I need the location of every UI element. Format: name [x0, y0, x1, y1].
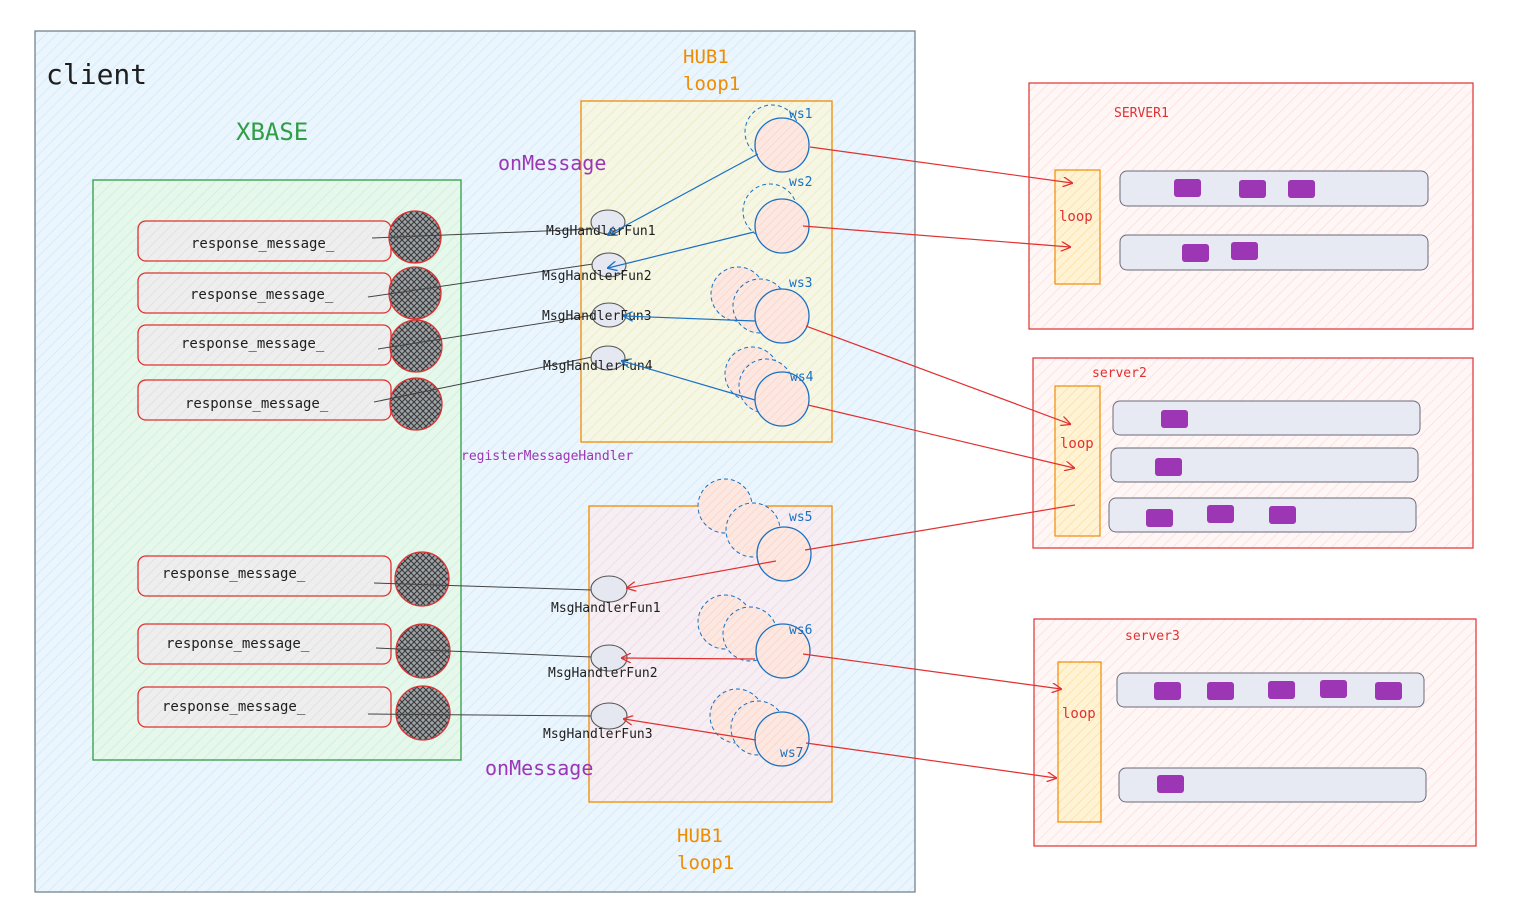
handler-label: MsgHandlerFun4 — [543, 359, 653, 374]
ws-node — [754, 198, 810, 254]
server3-queue-2 — [1118, 767, 1427, 803]
server1-loop — [1054, 169, 1101, 285]
handler-node — [590, 345, 626, 371]
message-block — [1154, 682, 1181, 700]
hub-bottom-onmessage: onMessage — [485, 756, 593, 780]
server3-loop-label: loop — [1062, 706, 1096, 722]
response-label: response_message_ — [181, 336, 325, 352]
handler-label: MsgHandlerFun2 — [548, 666, 658, 681]
message-block — [1269, 506, 1296, 524]
message-block — [1231, 242, 1258, 260]
server2-container: server2 loop — [1032, 357, 1474, 549]
message-block — [1239, 180, 1266, 198]
ws-node — [754, 288, 810, 344]
ws-label: ws5 — [789, 510, 812, 525]
server1-container: SERVER1 loop — [1028, 82, 1474, 330]
message-block — [1268, 681, 1295, 699]
response-label: response_message_ — [162, 566, 306, 582]
ws-label: ws1 — [789, 107, 812, 122]
server2-loop-label: loop — [1060, 436, 1094, 452]
handler-label: MsgHandlerFun2 — [542, 269, 652, 284]
server2-loop — [1054, 385, 1101, 537]
ws-node — [755, 623, 811, 679]
ws-to-handler-arrows — [608, 153, 759, 401]
server3-container: server3 loop — [1033, 618, 1477, 847]
response-label: response_message_ — [190, 287, 334, 303]
hub-top-name: HUB1 — [683, 46, 729, 68]
handler-node — [590, 575, 628, 603]
response-node — [389, 319, 443, 373]
server2-queue-3 — [1108, 497, 1417, 533]
message-block — [1375, 682, 1402, 700]
handler-links — [367, 228, 595, 717]
ws-node — [754, 711, 810, 767]
ws-node — [754, 117, 810, 173]
ws-node — [756, 526, 812, 582]
hub-top-onmessage: onMessage — [498, 151, 606, 175]
client-title: client — [46, 58, 147, 91]
handler-node — [590, 702, 628, 730]
network-arrows — [622, 146, 1075, 778]
response-label: response_message_ — [191, 236, 335, 252]
server2-queue-2 — [1110, 447, 1419, 483]
response-box — [137, 686, 392, 728]
response-box — [137, 555, 392, 597]
ws-node — [754, 371, 810, 427]
hub-bottom-loop: loop1 — [677, 852, 734, 874]
server3-title: server3 — [1125, 629, 1180, 644]
hub-top-loop: loop1 — [683, 73, 740, 95]
handler-label: MsgHandlerFun1 — [551, 601, 661, 616]
hub-bottom-name: HUB1 — [677, 825, 723, 847]
server1-queue-1 — [1119, 170, 1429, 207]
ws-label: ws6 — [789, 623, 812, 638]
response-group-top: response_message_ response_message_ resp… — [137, 210, 443, 431]
message-block — [1146, 509, 1173, 527]
response-box — [137, 623, 392, 665]
ws-label: ws2 — [789, 175, 812, 190]
server2-queue-1 — [1112, 400, 1421, 436]
response-group-bottom: response_message_ response_message_ resp… — [137, 551, 451, 741]
ws-nodes-top: ws1 ws2 ws3 ws4 — [710, 104, 814, 427]
server1-title: SERVER1 — [1114, 106, 1169, 121]
response-label: response_message_ — [166, 636, 310, 652]
ws-label: ws3 — [789, 276, 812, 291]
register-handler-label: registerMessageHandler — [461, 449, 633, 464]
message-block — [1207, 682, 1234, 700]
message-block — [1155, 458, 1182, 476]
response-node — [394, 551, 450, 607]
response-node — [395, 685, 451, 741]
server3-loop — [1057, 661, 1102, 823]
ws-nodes-bottom: ws5 ws6 ws7 — [697, 478, 812, 767]
handlers-bottom: MsgHandlerFun1 MsgHandlerFun2 MsgHandler… — [543, 575, 661, 742]
response-node — [388, 266, 442, 320]
response-label: response_message_ — [162, 699, 306, 715]
message-block — [1182, 244, 1209, 262]
xbase-title: XBASE — [236, 118, 308, 146]
message-block — [1288, 180, 1315, 198]
handler-label: MsgHandlerFun3 — [543, 727, 653, 742]
ws-label: ws7 — [780, 746, 803, 761]
server1-queue-2 — [1119, 234, 1429, 271]
ws-label: ws4 — [790, 370, 814, 385]
server1-loop-label: loop — [1059, 209, 1093, 225]
message-block — [1320, 680, 1347, 698]
response-label: response_message_ — [185, 396, 329, 412]
message-block — [1207, 505, 1234, 523]
message-block — [1161, 410, 1188, 428]
message-block — [1157, 775, 1184, 793]
response-node — [389, 377, 443, 431]
handler-label: MsgHandlerFun1 — [546, 224, 656, 239]
server2-title: server2 — [1092, 366, 1147, 381]
message-block — [1174, 179, 1201, 197]
